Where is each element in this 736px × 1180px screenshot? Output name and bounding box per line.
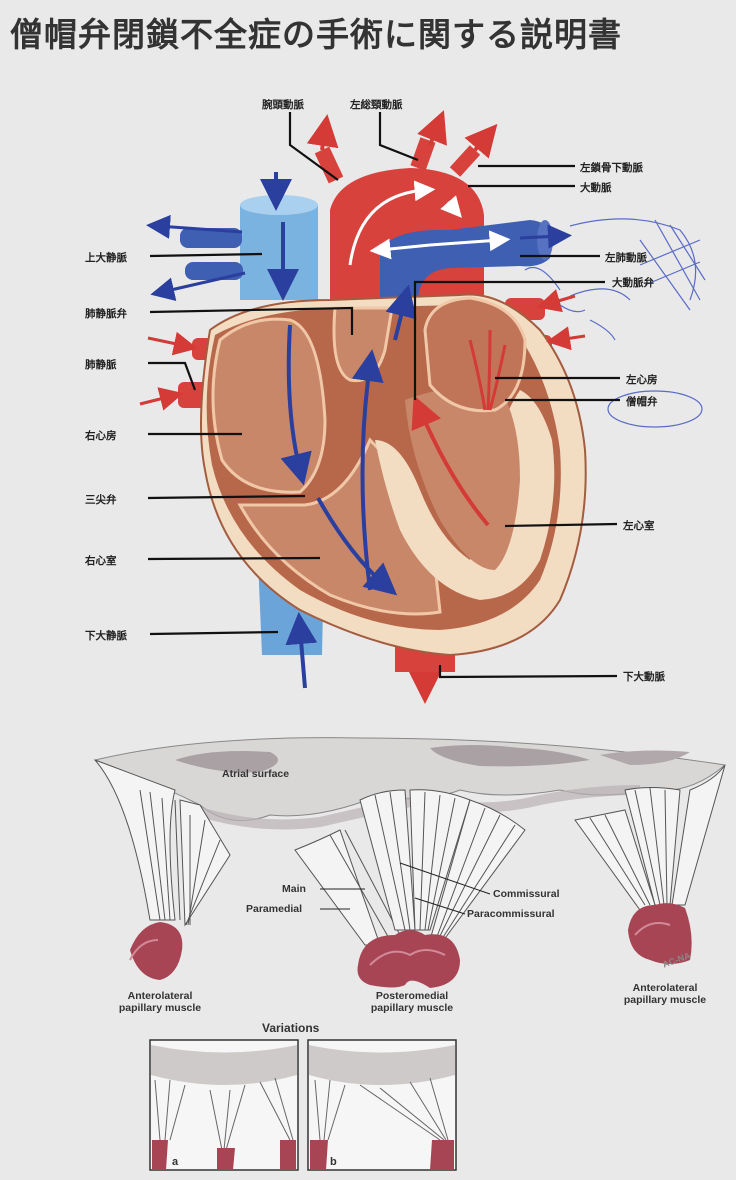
- variation-panel-b: [307, 1039, 457, 1171]
- label-superior-vena-cava: 上大静脈: [85, 252, 127, 264]
- label-brachiocephalic: 腕頭動脈: [262, 99, 304, 111]
- venous-flow-arrows: [146, 172, 572, 689]
- label-mitral-valve: 僧帽弁: [626, 396, 658, 408]
- label-right-ventricle: 右心室: [85, 555, 117, 567]
- label-main: Main: [282, 883, 306, 895]
- chordae-right: [574, 764, 726, 911]
- papillary-muscle-center: [357, 930, 460, 988]
- label-descending-aorta: 下大動脈: [623, 671, 665, 683]
- label-pulmonary-valve: 肺静脈弁: [85, 308, 127, 320]
- label-aorta: 大動脈: [580, 182, 612, 194]
- label-leaders: [147, 112, 620, 679]
- chordae-left: [94, 759, 231, 927]
- label-paramedial: Paramedial: [246, 903, 303, 915]
- valve-leaders: [320, 862, 491, 915]
- page-title: 僧帽弁閉鎖不全症の手術に関する説明書: [10, 15, 622, 54]
- label-anterolateral-left: Anterolateral papillary muscle: [118, 990, 202, 1014]
- aortic-white-arrows: [348, 180, 511, 266]
- label-left-atrium: 左心房: [626, 374, 658, 386]
- label-left-ventricle: 左心室: [623, 520, 655, 532]
- label-left-carotid: 左総頸動脈: [350, 99, 403, 111]
- papillary-muscle-left: [129, 922, 183, 980]
- label-inferior-vena-cava: 下大静脈: [85, 630, 127, 642]
- left-ventricle: [405, 386, 520, 570]
- heart-body: [200, 293, 587, 657]
- arterial-flow-arrows: [139, 110, 586, 704]
- variation-panel-a: [149, 1039, 299, 1171]
- label-pulmonary-vein: 肺静脈: [85, 359, 117, 371]
- label-atrial-surface: Atrial surface: [222, 768, 290, 780]
- chordae-center: [294, 789, 526, 946]
- label-variations: Variations: [262, 1021, 320, 1035]
- papillary-muscle-right: [628, 903, 692, 964]
- label-paracommissural: Paracommissural: [467, 908, 555, 920]
- label-posteromedial: Posteromedial papillary muscle: [370, 990, 454, 1014]
- label-right-atrium: 右心房: [85, 430, 117, 442]
- label-commissural: Commissural: [493, 888, 560, 900]
- label-anterolateral-right: Anterolateral papillary muscle: [623, 982, 707, 1006]
- label-panel-a: a: [172, 1156, 179, 1168]
- handwritten-annotations: [524, 218, 706, 428]
- label-pulmonary-artery: 左肺動脈: [605, 252, 647, 264]
- label-tricuspid: 三尖弁: [85, 494, 117, 506]
- label-aortic-valve: 大動脈弁: [612, 277, 654, 289]
- label-panel-b: b: [330, 1156, 337, 1168]
- label-left-subclavian: 左鎖骨下動脈: [580, 162, 643, 174]
